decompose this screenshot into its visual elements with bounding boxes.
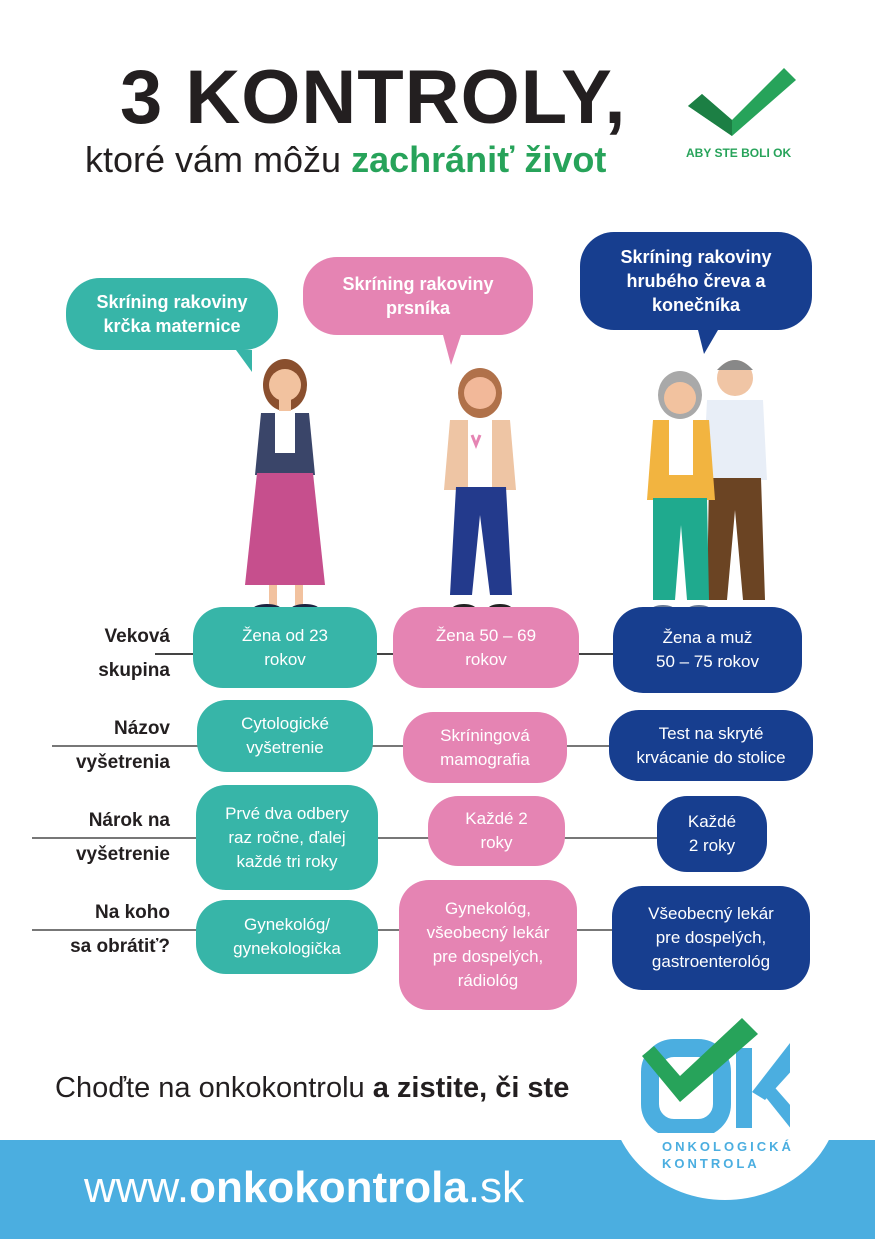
page-title: 3 KONTROLY, [120, 55, 627, 140]
tagline: ABY STE BOLI OK [686, 146, 792, 160]
couple-illustration [647, 360, 767, 617]
row-divider-1b [575, 653, 625, 655]
cta-text: Choďte na onkokontrolu [55, 1072, 373, 1104]
subtitle-text: ktoré vám môžu [85, 139, 352, 180]
cell-contact-breast: Gynekológ, všeobecný lekár pre dospelých… [399, 880, 577, 1010]
subtitle-highlight: zachrániť život [351, 139, 607, 180]
page-subtitle: ktoré vám môžu zachrániť život [85, 138, 606, 182]
cell-exam-colorectal: Test na skryté krvácanie do stolice [609, 710, 813, 781]
ok-logo-icon [641, 1018, 790, 1133]
cell-entitlement-colorectal: Každé 2 roky [657, 796, 767, 872]
checkmark-logo-icon [688, 68, 796, 136]
woman-illustration-1 [245, 359, 325, 614]
speech-bubble-breast: Skríning rakoviny prsníka [303, 257, 533, 365]
website-url[interactable]: www.onkokontrola.sk [84, 1163, 525, 1212]
cell-entitlement-cervical: Prvé dva odbery raz ročne, ďalej každé t… [196, 785, 378, 890]
speech-bubble-colorectal: Skríning rakoviny hrubého čreva a konečn… [580, 232, 812, 354]
cell-exam-breast: Skríningová mamografia [403, 712, 567, 783]
cell-contact-colorectal: Všeobecný lekár pre dospelých, gastroent… [612, 886, 810, 990]
cell-entitlement-breast: Každé 2 roky [428, 796, 565, 866]
cta-bold-text: a zistite, či ste [372, 1072, 570, 1104]
speech-bubble-cervical: Skríning rakoviny krčka maternice [66, 278, 278, 372]
cell-exam-cervical: Cytologické vyšetrenie [197, 700, 373, 772]
cell-age-cervical: Žena od 23 rokov [193, 607, 377, 688]
cell-age-breast: Žena 50 – 69 rokov [393, 607, 579, 688]
call-to-action: Choďte na onkokontrolu a zistite, či ste [55, 1068, 569, 1108]
cell-age-colorectal: Žena a muž 50 – 75 rokov [613, 607, 802, 693]
woman-illustration-2 [444, 368, 516, 614]
cell-contact-cervical: Gynekológ/ gynekologička [196, 900, 378, 974]
